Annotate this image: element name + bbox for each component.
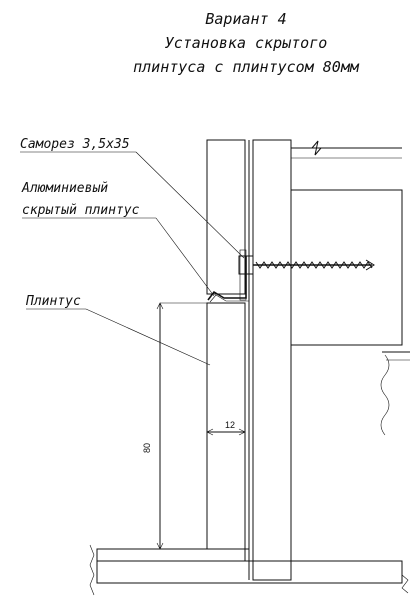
title-line-1: Вариант 4 [205,10,286,28]
wall-concrete [248,139,292,581]
wall-plaster-layer [206,139,246,295]
dimension-height: 80 [142,302,207,550]
callout-screw: Саморез 3,5х35 [20,137,245,259]
dimension-height-label: 80 [142,443,152,453]
callout-aluminum-label-2: скрытый плинтус [22,203,140,218]
wood-beam [290,140,410,436]
title-line-2: Установка скрытого [165,34,328,52]
callout-plinth: Плинтус [25,294,211,366]
callout-screw-label: Саморез 3,5х35 [20,137,130,152]
dimension-thickness-label: 12 [225,420,235,430]
drawing-title: Вариант 4 Установка скрытого плинтуса с … [133,10,360,76]
title-line-3: плинтуса с плинтусом 80мм [133,58,360,76]
aluminum-profile [207,249,249,303]
callout-aluminum-plinth: Алюминиевый скрытый плинтус [21,181,215,297]
dimension-thickness: 12 [206,420,246,436]
callout-aluminum-label-1: Алюминиевый [21,181,108,196]
screw-icon [238,255,375,275]
callout-plinth-label: Плинтус [25,294,81,309]
